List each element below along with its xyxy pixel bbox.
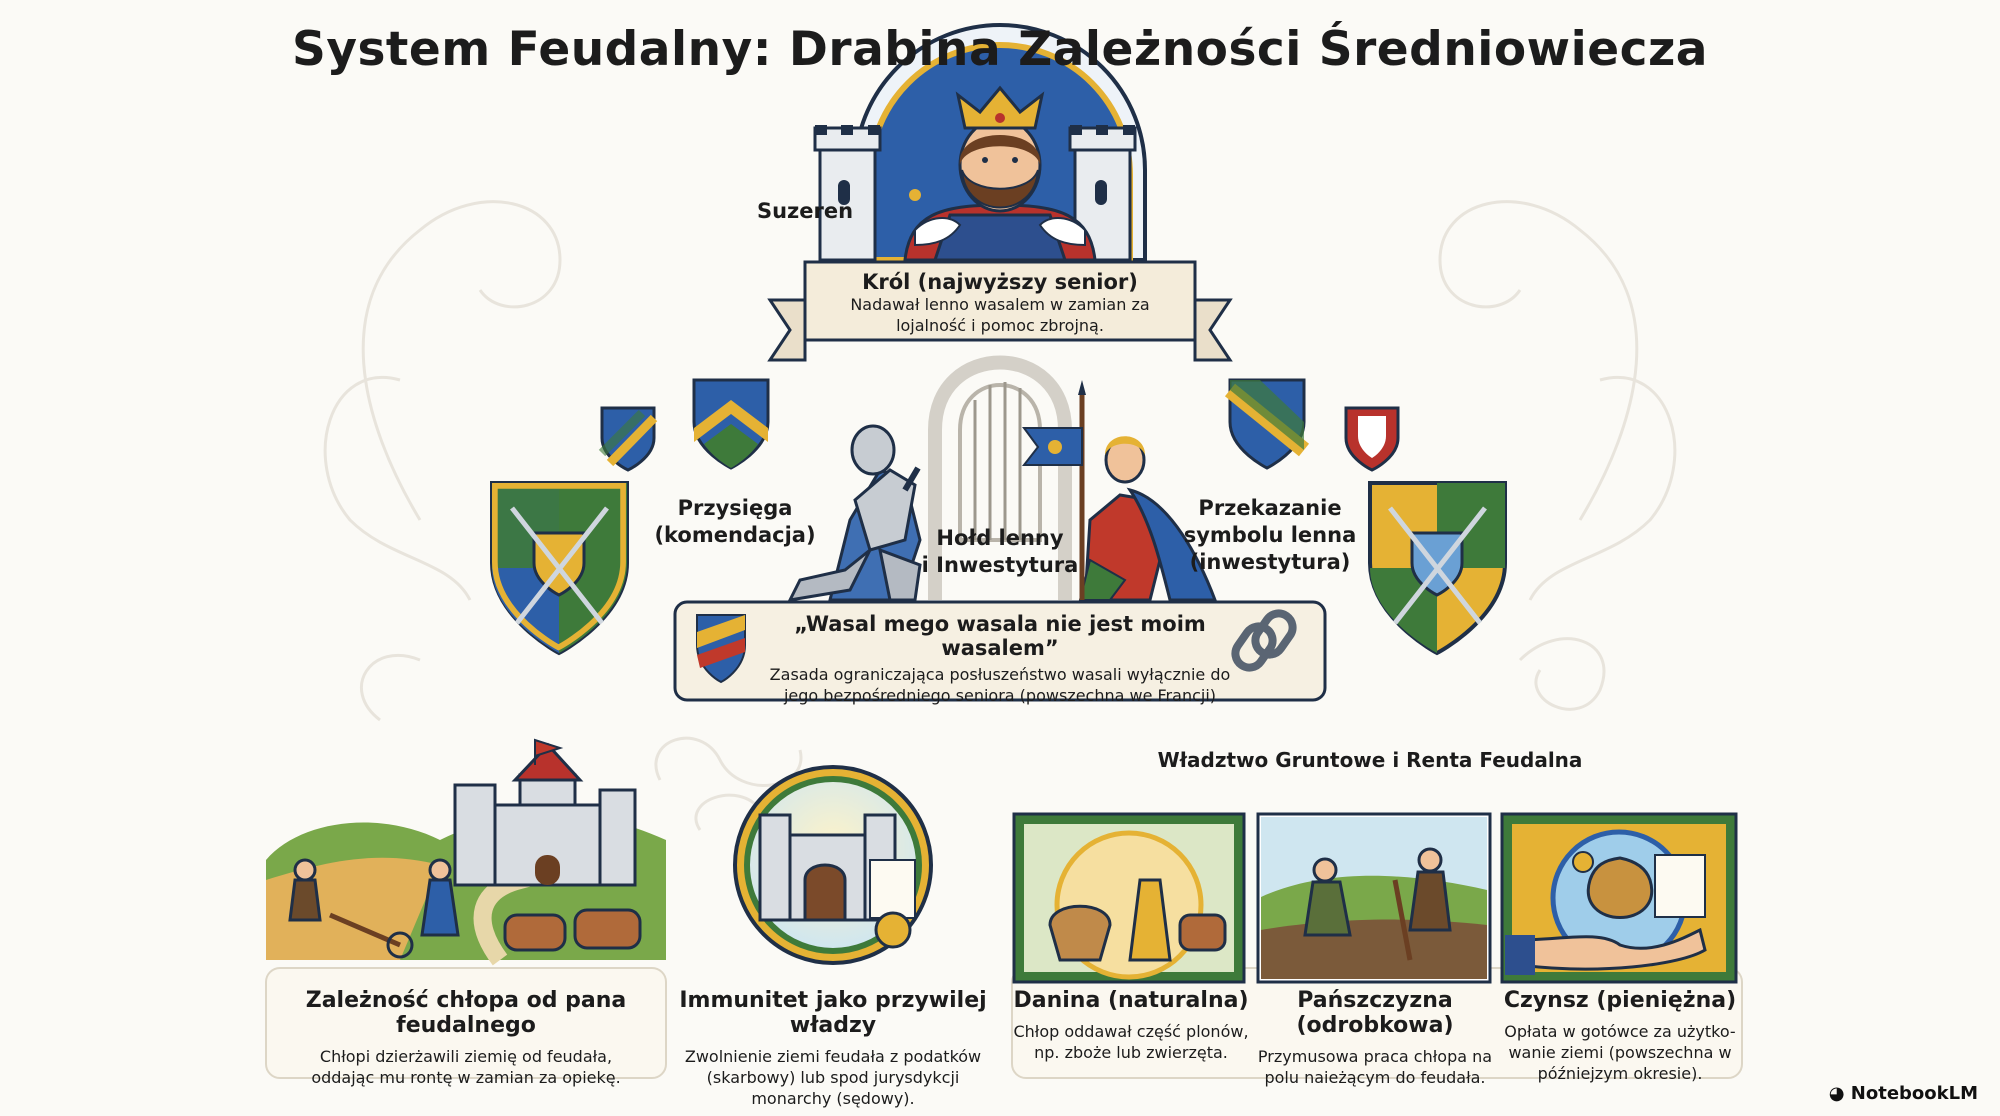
- rent-scene-czynsz: [1500, 812, 1738, 984]
- rent-scene-panszczyzna: [1256, 812, 1492, 984]
- investiture-label: Przekazanie symbolu lenna (inwestytura): [1175, 495, 1365, 576]
- king-illustration: [813, 23, 1147, 263]
- land-section-title: Władztwo Gruntowe i Renta Feudalna: [1157, 748, 1583, 772]
- notebooklm-logo-icon: ◕: [1828, 1083, 1845, 1104]
- peasant-scene: [266, 738, 666, 966]
- rent-title: Danina (naturalna): [1013, 988, 1249, 1013]
- vassal-rule-line2: jego bezpośredniego seniora (powszechna …: [783, 686, 1217, 705]
- shield-small-1: [598, 406, 658, 472]
- rent-line1: Przymusowa praca chłopa na: [1257, 1047, 1493, 1066]
- immunity-title: Immunitet jako przywilej władzy: [679, 988, 987, 1038]
- suzerain-label: Suzeren: [756, 199, 854, 223]
- oath-label-line1: Przysięga: [677, 496, 793, 520]
- vassal-rule-box: [673, 600, 1327, 702]
- king-title: Król (najwyższy senior): [862, 270, 1138, 294]
- rent-card-danina: Danina (naturalna) Chłop oddawał część p…: [1012, 988, 1250, 1063]
- oath-label-line2: (komendacja): [654, 523, 816, 547]
- vassal-rule-text: „Wasal mego wasala nie jest moim wasalem…: [760, 612, 1240, 706]
- investiture-label-line2: symbolu lenna: [1183, 523, 1357, 547]
- king-desc-2: lojalność i pomoc zbrojną.: [896, 316, 1104, 335]
- homage-label-line2: i Inwestytura: [921, 553, 1079, 577]
- shield-large-left: [490, 481, 629, 656]
- page-title: System Feudalny: Drabina Zależności Śred…: [291, 22, 1709, 77]
- shield-small-2: [692, 378, 770, 470]
- vassal-rule-line1: Zasada ograniczająca posłuszeństwo wasal…: [769, 665, 1231, 684]
- rent-line1: Opłata w gotówce za użytko-: [1504, 1022, 1736, 1041]
- notebooklm-label: NotebookLM: [1850, 1083, 1978, 1104]
- rent-line3: późniejzym okresie).: [1537, 1064, 1703, 1083]
- shield-large-right: [1368, 481, 1507, 656]
- chain-icon: [1231, 609, 1297, 672]
- oath-label: Przysięga (komendacja): [640, 495, 830, 549]
- immunity-line1: Zwolnienie ziemi feudała z podatków: [684, 1047, 982, 1066]
- rent-line2: np. zboże lub zwierzęta.: [1034, 1043, 1228, 1062]
- investiture-label-line1: Przekazanie: [1198, 496, 1342, 520]
- rent-line2: wanie ziemi (powszechna w: [1508, 1043, 1732, 1062]
- king-desc-1: Nadawał lenno wasalem w zamian za: [850, 295, 1150, 314]
- bottom-card-frames: [265, 967, 1743, 1079]
- vassal-rule-title: „Wasal mego wasala nie jest moim wasalem…: [794, 612, 1206, 660]
- shield-small-3: [1224, 378, 1310, 470]
- rent-card-czynsz: Czynsz (pieniężna) Opłata w gotówce za u…: [1500, 988, 1740, 1084]
- king-scroll: [767, 260, 1233, 362]
- immunity-medallion: [733, 765, 933, 965]
- shield-small-4: [1344, 406, 1400, 472]
- rent-title: Czynsz (pieniężna): [1503, 988, 1737, 1013]
- homage-scene: [787, 355, 1218, 602]
- homage-label-line1: Hołd lenny: [936, 526, 1064, 550]
- rent-title: Pańszczyzna (odrobkowa): [1296, 988, 1454, 1038]
- immunity-line3: monarchy (sędowy).: [751, 1089, 915, 1108]
- investiture-label-line3: (inwestytura): [1189, 550, 1351, 574]
- rent-line2: polu naieżącym do feudała.: [1264, 1068, 1486, 1087]
- peasant-line2: oddając mu rontę w zamian za opiekę.: [311, 1068, 621, 1087]
- immunity-card: Immunitet jako przywilej władzy Zwolnien…: [668, 988, 998, 1109]
- homage-label: Hołd lenny i Inwestytura: [905, 525, 1095, 579]
- rent-scene-danina: [1012, 812, 1246, 984]
- immunity-line2: (skarbowy) lub spod jurysdykcji: [706, 1068, 960, 1087]
- king-scroll-text: Król (najwyższy senior) Nadawał lenno wa…: [805, 262, 1195, 336]
- peasant-title: Zależność chłopa od pana feudalnego: [305, 988, 627, 1038]
- peasant-line1: Chłopi dzierżawili ziemię od feudała,: [319, 1047, 613, 1066]
- peasant-card: Zależność chłopa od pana feudalnego Chło…: [266, 988, 666, 1088]
- rent-line1: Chłop oddawał część plonów,: [1013, 1022, 1249, 1041]
- notebooklm-badge: ◕ NotebookLM: [1829, 1083, 1978, 1104]
- decorative-swirls: [323, 200, 1677, 831]
- rent-card-panszczyzna: Pańszczyzna (odrobkowa) Przymusowa praca…: [1250, 988, 1500, 1088]
